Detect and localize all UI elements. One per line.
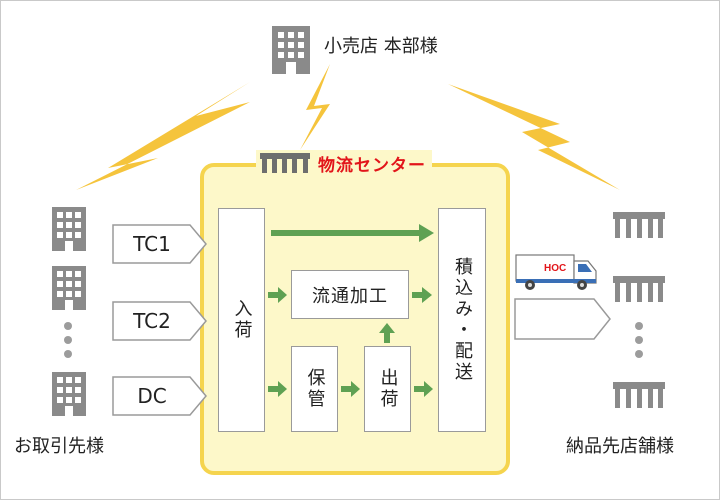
supplier-building-icon xyxy=(52,207,86,251)
loading-delivery-label: 積込み・配送 xyxy=(452,257,473,383)
storage-label: 保管 xyxy=(304,368,326,410)
store-icon xyxy=(613,382,665,408)
truck-brand: HOC xyxy=(544,263,566,274)
shipping-label: 出荷 xyxy=(377,368,399,410)
inbound-box: 入荷 xyxy=(218,208,265,432)
delivery-arrow-shape xyxy=(514,298,611,340)
processing-label: 流通加工 xyxy=(312,285,388,307)
delivery-truck-icon: HOC xyxy=(515,254,597,290)
dc-tag-label: DC xyxy=(137,384,167,408)
distribution-center-label: 物流センター xyxy=(318,155,426,176)
shipping-box: 出荷 xyxy=(364,346,411,432)
processing-box: 流通加工 xyxy=(291,270,409,319)
tc1-tag-shape xyxy=(112,224,207,264)
store-ellipsis xyxy=(635,322,643,364)
supplier-building-icon xyxy=(52,266,86,310)
dc-tag-shape xyxy=(112,376,207,416)
bolt-left xyxy=(76,82,250,190)
stores-label: 納品先店舗様 xyxy=(566,436,674,457)
tc1-tag-label: TC1 xyxy=(133,232,171,256)
supplier-ellipsis xyxy=(64,322,72,364)
store-icon xyxy=(613,212,665,238)
tc2-tag-label: TC2 xyxy=(133,309,171,333)
inbound-label: 入荷 xyxy=(231,299,253,341)
loading-delivery-box: 積込み・配送 xyxy=(438,208,486,432)
headquarters-label: 小売店 本部様 xyxy=(324,36,438,57)
bolt-center xyxy=(300,64,330,150)
store-icon xyxy=(613,276,665,302)
tc2-tag-shape xyxy=(112,301,207,341)
distribution-center-title: 物流センター xyxy=(256,150,432,176)
suppliers-label: お取引先様 xyxy=(14,436,104,457)
supplier-building-icon xyxy=(52,372,86,416)
storage-box: 保管 xyxy=(291,346,338,432)
warehouse-icon xyxy=(260,153,310,173)
bolt-right xyxy=(448,84,620,190)
building-icon xyxy=(272,26,310,74)
